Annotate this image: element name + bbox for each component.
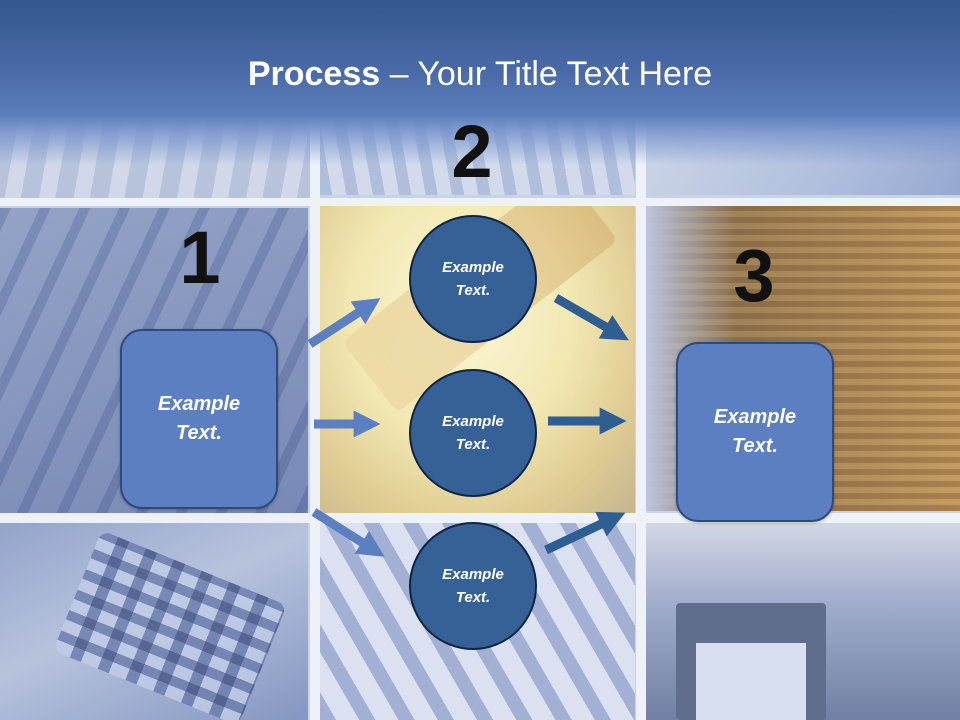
circle-3-line2: Text. bbox=[455, 589, 491, 606]
step-number-3: 3 bbox=[733, 234, 775, 317]
title-bold: Process bbox=[247, 55, 381, 93]
circle-step-2a[interactable]: Example Text. bbox=[409, 215, 537, 343]
circle-step-2c[interactable]: Example Text. bbox=[409, 522, 537, 650]
slide-title[interactable]: Process – Your Title Text Here bbox=[0, 52, 960, 96]
circle-step-2b[interactable]: Example Text. bbox=[409, 369, 537, 497]
step-number-2: 2 bbox=[451, 110, 493, 193]
step-box-3-line2: Text. bbox=[732, 435, 778, 457]
step-box-1-line1: Example bbox=[157, 393, 241, 415]
step-box-3-line1: Example bbox=[713, 406, 797, 428]
grid-divider bbox=[310, 120, 320, 720]
step-box-1-line2: Text. bbox=[176, 422, 222, 444]
grid-divider bbox=[0, 513, 960, 523]
background-photo-atm bbox=[646, 523, 960, 720]
background-photo-phone bbox=[0, 523, 308, 720]
grid-divider bbox=[0, 198, 960, 206]
step-box-1[interactable]: Example Text. bbox=[120, 329, 278, 509]
title-banner bbox=[0, 0, 960, 165]
title-rest: – Your Title Text Here bbox=[380, 55, 713, 93]
grid-divider bbox=[636, 120, 646, 720]
circle-2-line1: Example bbox=[442, 413, 504, 430]
step-number-1: 1 bbox=[179, 216, 221, 299]
circle-1-line1: Example bbox=[442, 259, 504, 276]
circle-3-line1: Example bbox=[442, 566, 504, 583]
circle-1-line2: Text. bbox=[455, 282, 491, 299]
circle-2-line2: Text. bbox=[455, 436, 491, 453]
step-box-3[interactable]: Example Text. bbox=[676, 342, 834, 522]
